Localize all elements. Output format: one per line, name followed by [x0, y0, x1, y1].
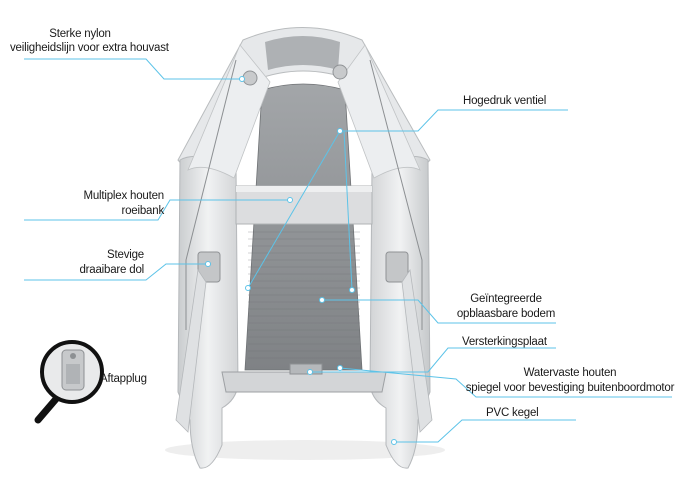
oar-right [401, 268, 433, 433]
label-cone: PVC kegel [486, 407, 539, 419]
bow-inner [265, 36, 340, 70]
oar-left [175, 268, 207, 433]
reinforcement-plate [289, 363, 323, 375]
safety-line-left [185, 59, 237, 330]
floor-ribs [248, 231, 360, 359]
transom [221, 371, 387, 393]
magnifier-icon [34, 340, 104, 424]
right-bow-tube [337, 44, 421, 179]
label-drain-plug: Aftapplug [100, 373, 147, 385]
leader-reinforcement [310, 347, 556, 373]
leader-valve [247, 109, 568, 289]
label-bench: Multiplex houten roeibank [83, 190, 164, 217]
inflatable-floor [244, 83, 363, 371]
leader-floor [322, 299, 556, 324]
leader-lines [24, 58, 672, 443]
leader-transom [339, 367, 672, 398]
label-oarlock: Stevige draaibare dol [79, 249, 144, 276]
leader-cone [394, 419, 576, 443]
label-floor: Geïntegreerde opblaasbare bodem [456, 293, 556, 320]
label-safety-line: Sterke nylon [49, 28, 111, 40]
valve-left [242, 70, 258, 86]
valve-right [332, 64, 348, 80]
safety-line-right [369, 59, 423, 330]
oarlock-right [385, 251, 409, 283]
label-reinforcement: Versterkingsplaat [462, 336, 547, 348]
leader-oarlock [24, 263, 208, 281]
leader-dots [205, 76, 397, 445]
leader-safety-line [24, 58, 242, 80]
leader-valve-2 [343, 130, 353, 291]
label-valve: Hogedruk ventiel [463, 95, 547, 107]
label-transom: Watervaste houten spiegel voor bevestigi… [465, 367, 675, 394]
boat-shadow [165, 440, 445, 460]
oarlock-left [197, 251, 221, 283]
leader-bench [24, 199, 290, 221]
label-safety-line-2: veiligheidslijn voor extra houvast [10, 42, 169, 54]
